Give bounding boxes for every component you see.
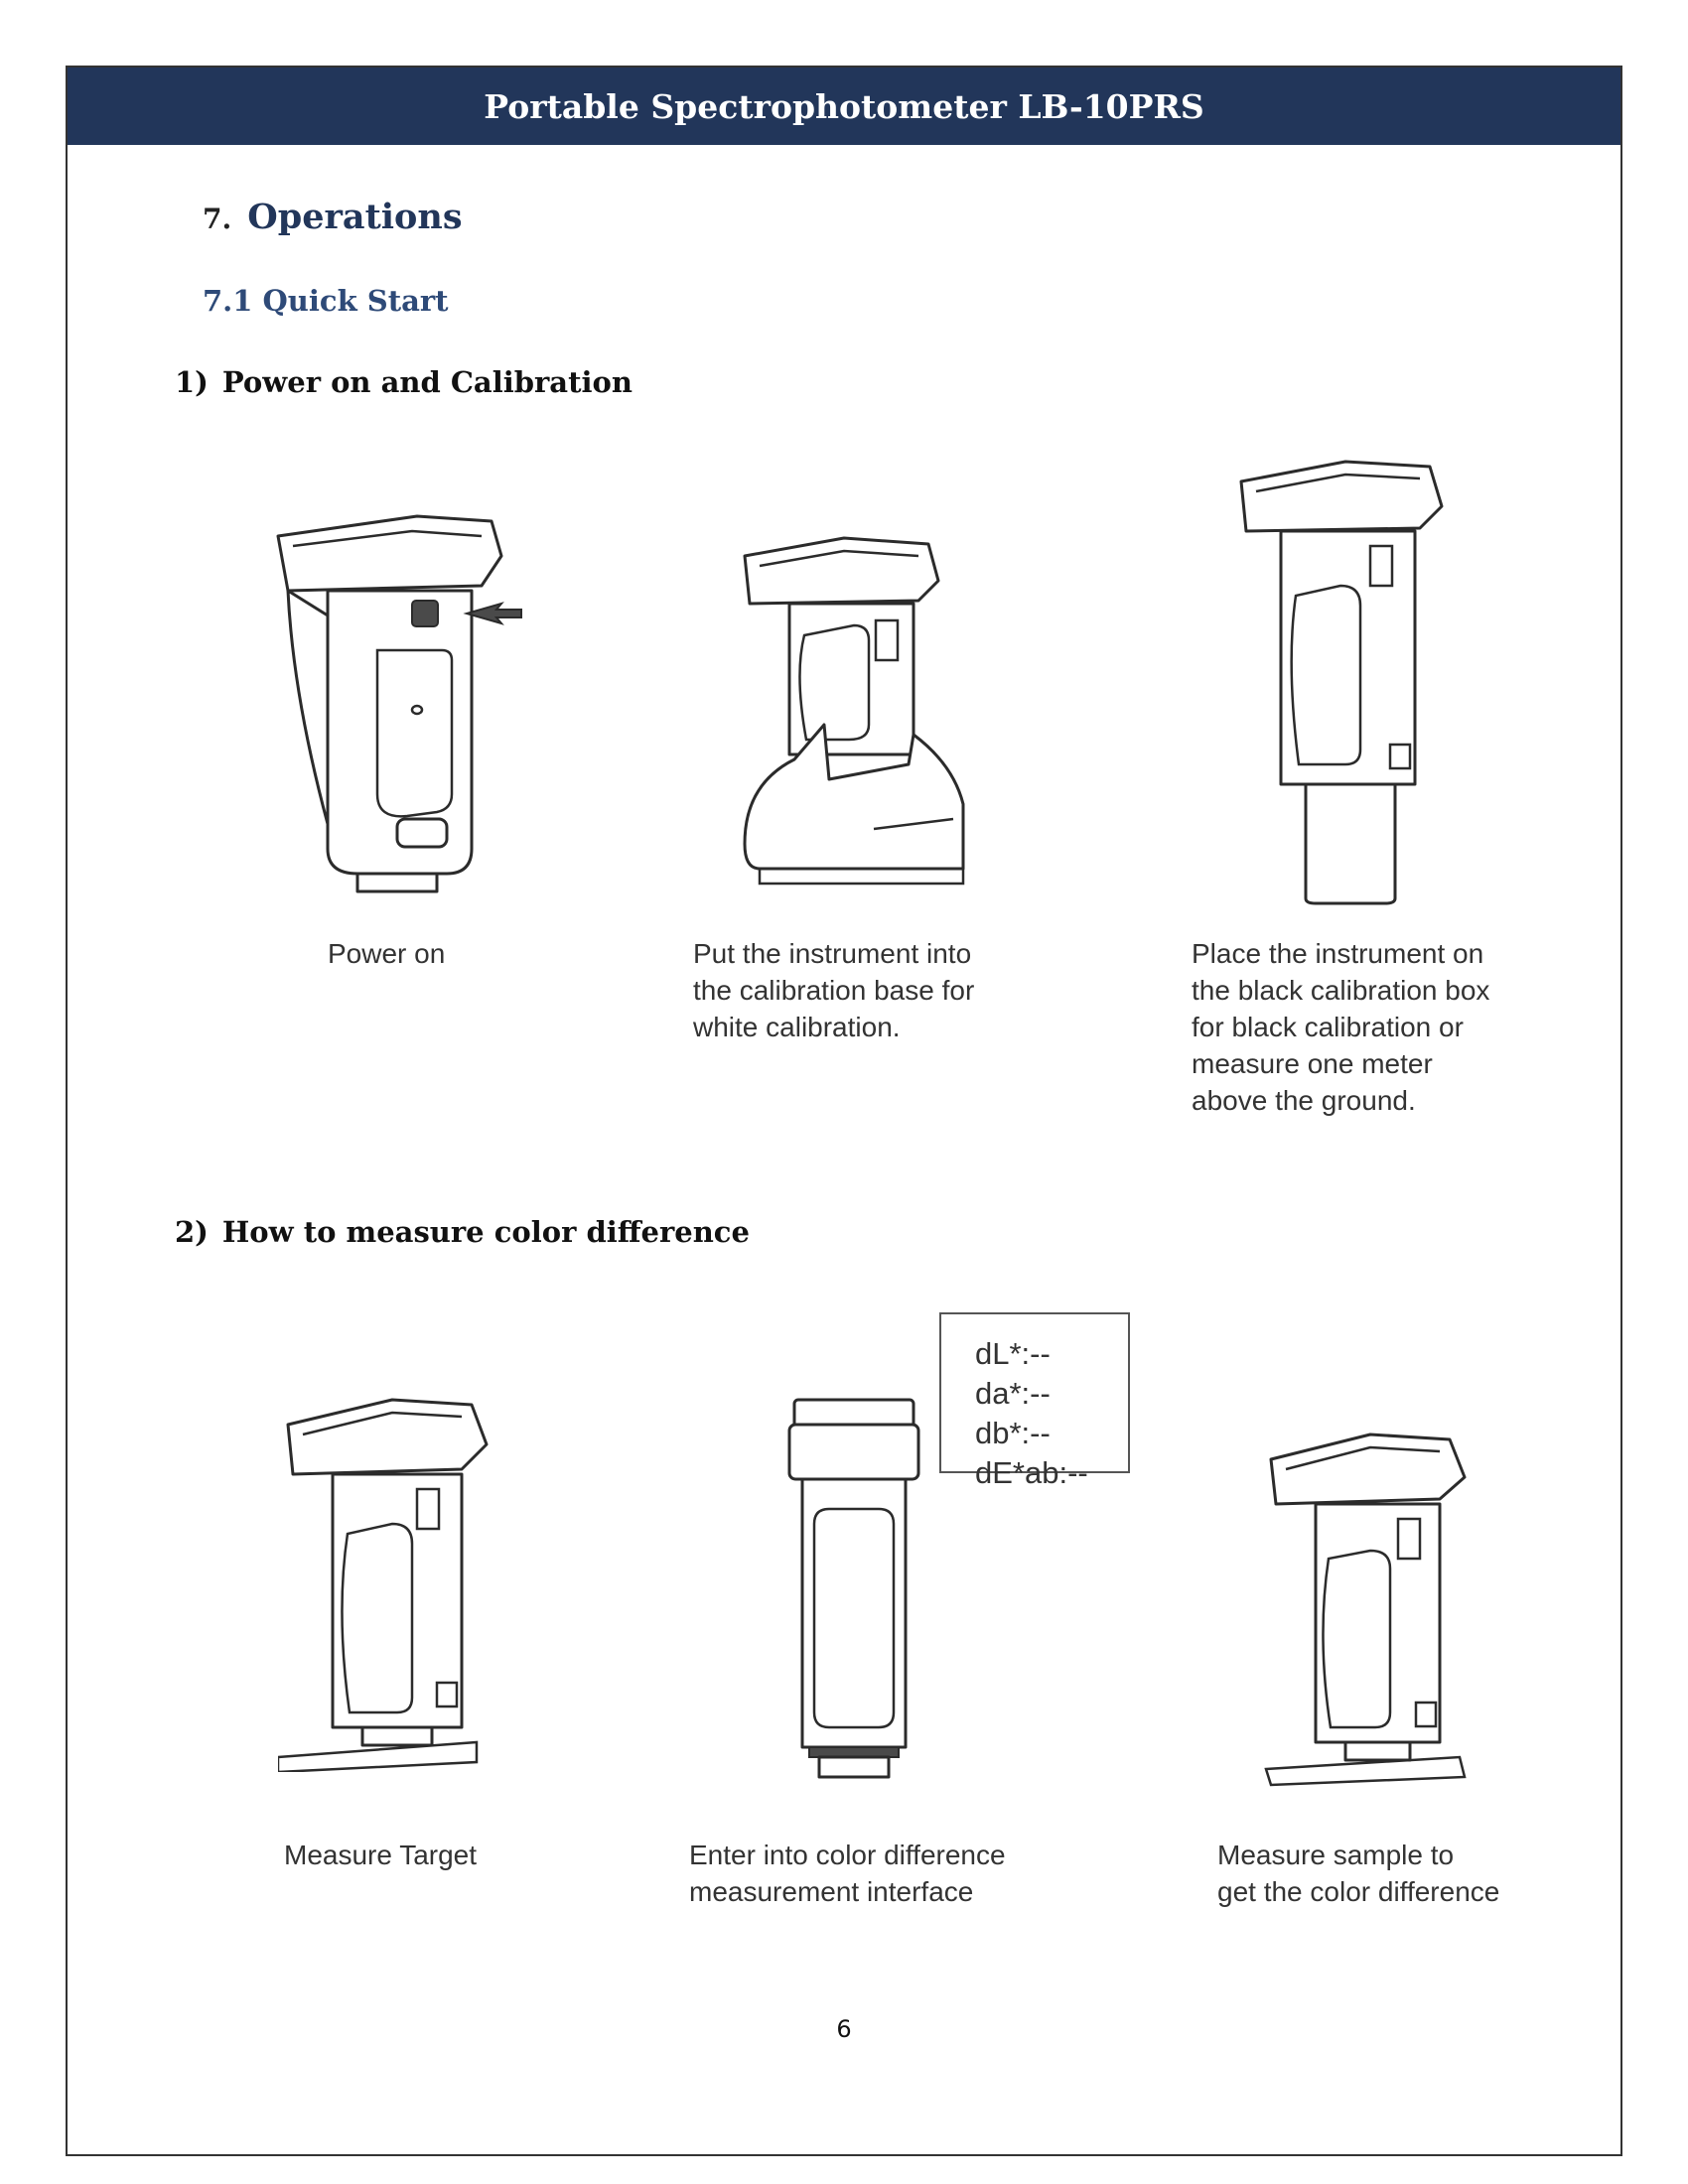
readout-dl: dL*:-- (975, 1336, 1051, 1371)
document-header: Portable Spectrophotometer LB-10PRS (68, 68, 1620, 145)
section-number: 7. (203, 203, 232, 235)
subsection-heading: 7.1 Quick Start (203, 284, 449, 318)
caption-power-on: Power on (328, 938, 446, 969)
page-number: 6 (836, 2015, 852, 2043)
readout-da: da*:-- (975, 1376, 1051, 1411)
spectrophotometer-on-black-box-icon (1231, 447, 1470, 913)
spectrophotometer-power-button-icon (248, 496, 536, 893)
caption-enter-interface: Enter into color difference measurement … (689, 1840, 1006, 1907)
color-difference-readout: dL*:-- da*:-- db*:-- dE*ab:-- (939, 1312, 1130, 1490)
step-1-number: 1) (175, 365, 209, 399)
caption-measure-target: Measure Target (284, 1840, 478, 1870)
document-title: Portable Spectrophotometer LB-10PRS (484, 86, 1204, 126)
step-2-number: 2) (175, 1215, 209, 1249)
spectrophotometer-measure-sample-icon (1261, 1420, 1479, 1787)
step-1-heading: 1) Power on and Calibration (175, 365, 633, 399)
spectrophotometer-in-calibration-base-icon (735, 526, 973, 903)
caption-measure-sample: Measure sample to get the color differen… (1217, 1840, 1500, 1907)
step-1-title: Power on and Calibration (221, 365, 633, 399)
section-heading: 7. Operations (203, 197, 463, 237)
caption-white-calibration: Put the instrument into the calibration … (693, 938, 975, 1042)
spectrophotometer-front-view-icon (784, 1395, 923, 1782)
step-2-title: How to measure color difference (221, 1215, 750, 1249)
readout-db: db*:-- (975, 1416, 1051, 1450)
page-border (66, 66, 1622, 2156)
spectrophotometer-measure-target-icon (278, 1385, 506, 1772)
section-title: Operations (247, 197, 463, 237)
step-2-heading: 2) How to measure color difference (175, 1215, 750, 1249)
readout-de: dE*ab:-- (975, 1455, 1088, 1490)
caption-black-calibration: Place the instrument on the black calibr… (1192, 938, 1490, 1116)
